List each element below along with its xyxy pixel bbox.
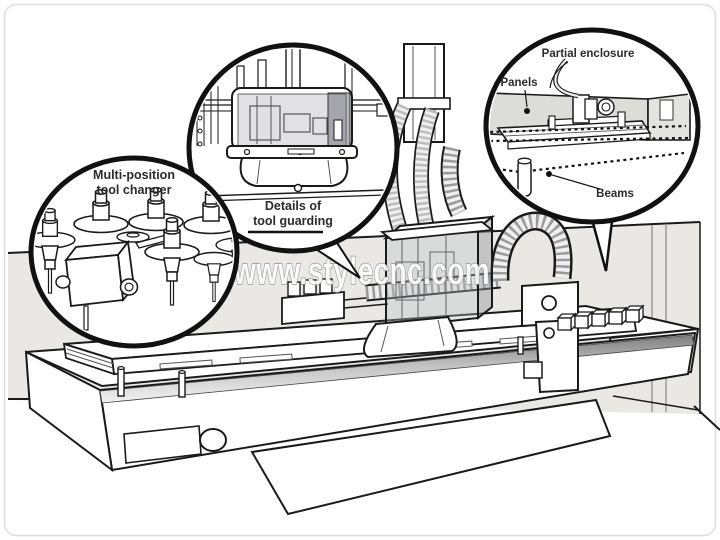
vertical-cable-chain	[440, 146, 468, 218]
beams-label: Beams	[596, 188, 634, 200]
beams-leader-dot	[546, 171, 552, 177]
dust-shoe-skirt	[362, 315, 458, 359]
callout-tool-guarding: Details of tool guarding	[186, 42, 400, 254]
panels-label: Panels	[500, 77, 537, 89]
control-knob	[199, 428, 227, 452]
enclosure-leader	[549, 61, 569, 89]
dust-hose-right	[413, 107, 440, 235]
tool-guarding-label-line1: Details of	[265, 199, 322, 213]
cable-chain-loop	[490, 211, 573, 282]
panels-leader-dot	[524, 108, 530, 114]
callout-tool-changer: Multi-position tool changer	[28, 155, 240, 349]
tool-changer-label-line2: tool changer	[96, 183, 171, 197]
stop-pins	[117, 336, 524, 398]
pedestal-base	[250, 398, 612, 516]
gantry-assembly	[281, 43, 644, 394]
control-panel	[123, 425, 202, 464]
panels-leader	[524, 89, 528, 108]
callout-enclosure: Partial enclosure Panels Beams	[483, 27, 701, 225]
spindle-carriage-guard	[379, 214, 496, 330]
beams-leader	[551, 174, 601, 190]
beams-dashed-lines	[490, 124, 689, 174]
tool-changer-label-line1: Multi-position	[93, 168, 175, 182]
tool-guarding-label-line2: tool guarding	[253, 214, 333, 228]
tool-changer-box	[55, 239, 139, 331]
enclosure-title: Partial enclosure	[542, 48, 635, 60]
watermark-text: www.stylecnc.com	[233, 251, 490, 293]
